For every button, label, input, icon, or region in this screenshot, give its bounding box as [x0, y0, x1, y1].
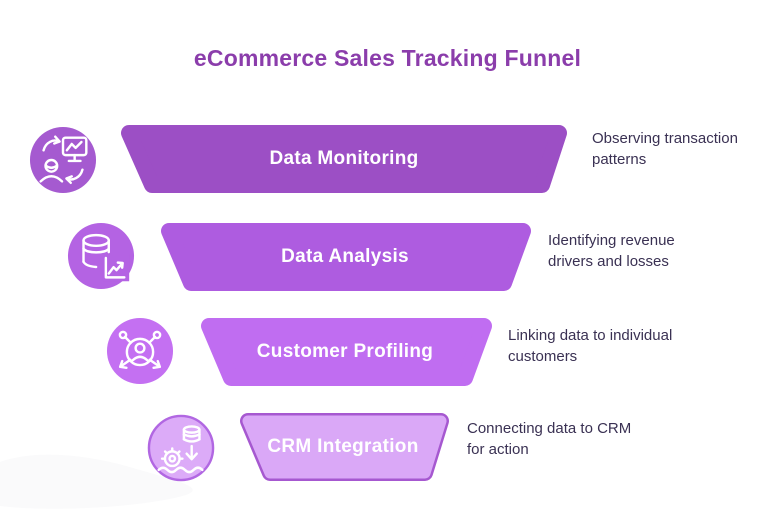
stage-description-data-monitoring: Observing transaction patterns	[592, 130, 738, 168]
funnel-stage-shape-data-analysis	[161, 223, 531, 291]
stage-description-data-analysis: Identifying revenue drivers and losses	[548, 232, 675, 270]
funnel-stage-shape-crm-integration	[242, 415, 447, 479]
stage-description-crm-integration: Connecting data to CRM for action	[467, 420, 632, 458]
icon-circle	[29, 126, 97, 194]
page-title: eCommerce Sales Tracking Funnel	[193, 45, 582, 71]
monitor-sync-person-icon	[29, 126, 97, 194]
decorative-blob	[0, 454, 193, 509]
stage-label-data-analysis: Data Analysis	[281, 246, 409, 267]
stage-label-customer-profiling: Customer Profiling	[256, 341, 434, 362]
funnel-stage-shape-customer-profiling	[201, 318, 492, 386]
database-chart-icon	[67, 222, 135, 290]
database-gear-integration-icon	[147, 414, 215, 482]
funnel-stage-shape-data-monitoring	[121, 125, 567, 193]
stage-label-crm-integration: CRM Integration	[267, 436, 419, 457]
person-network-icon	[106, 317, 174, 385]
stage-label-data-monitoring: Data Monitoring	[269, 148, 419, 169]
icon-circle	[106, 317, 174, 385]
stage-description-customer-profiling: Linking data to individual customers	[508, 327, 673, 365]
